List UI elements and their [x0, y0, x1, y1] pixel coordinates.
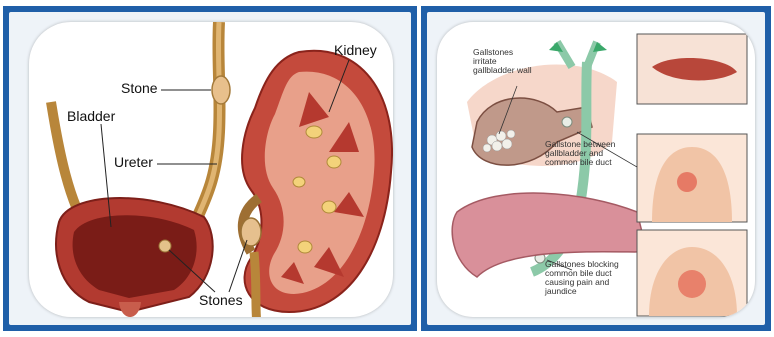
label-bladder: Bladder	[67, 108, 115, 124]
label-between-ducts: Gallstone between gallbladder and common…	[545, 140, 633, 167]
label-blocking-duct: Gallstones blocking common bile duct cau…	[545, 260, 635, 296]
urinary-anatomy-illustration	[29, 22, 393, 317]
label-kidney: Kidney	[334, 42, 377, 58]
gallstones-panel: Gallstones irritate gallbladder wall Gal…	[421, 6, 771, 331]
gallstones-panel-inner: Gallstones irritate gallbladder wall Gal…	[427, 12, 765, 325]
kidney-stones-panel: Stone Kidney Bladder Ureter Stones	[3, 6, 417, 331]
label-gallbladder-wall: Gallstones irritate gallbladder wall	[473, 48, 533, 75]
bile-flow-arrows	[549, 42, 607, 52]
label-ureter: Ureter	[114, 154, 153, 170]
duct-stone	[562, 117, 572, 127]
kidney-stone	[241, 218, 261, 246]
label-stone: Stone	[121, 80, 158, 96]
gallstones-card: Gallstones irritate gallbladder wall Gal…	[437, 22, 755, 317]
kidney-card: Stone Kidney Bladder Ureter Stones	[29, 22, 393, 317]
ureter-stone	[212, 76, 230, 104]
kidney-panel-inner: Stone Kidney Bladder Ureter Stones	[9, 12, 411, 325]
label-stones: Stones	[199, 292, 243, 308]
